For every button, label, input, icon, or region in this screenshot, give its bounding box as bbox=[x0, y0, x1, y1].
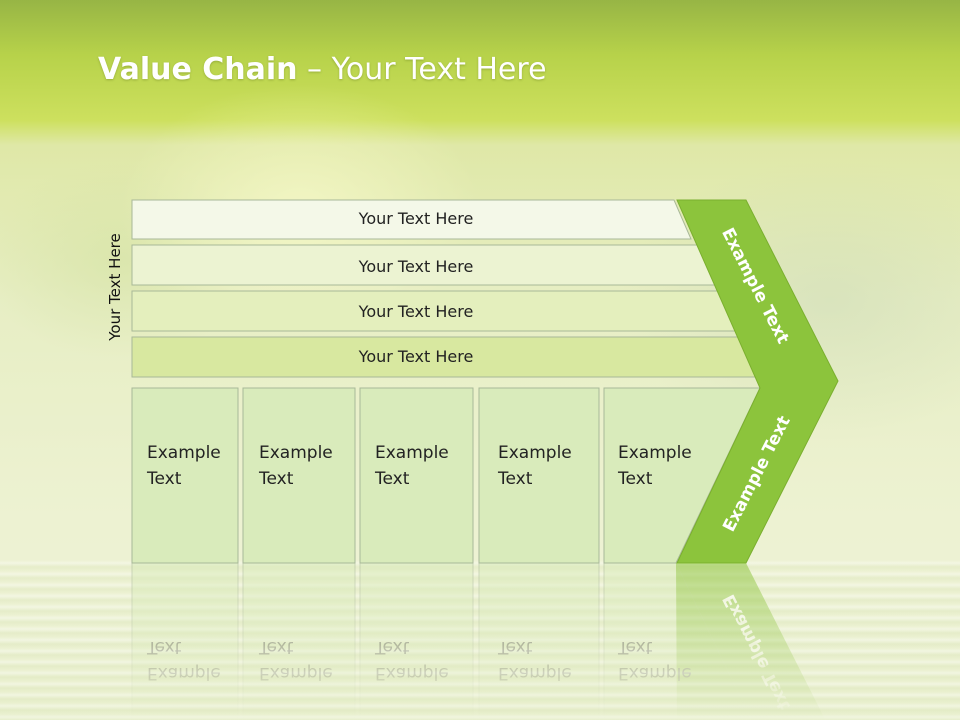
primary-box-shape bbox=[478, 387, 600, 564]
reflected-text: Example bbox=[498, 663, 572, 683]
primary-box: Example Text bbox=[603, 387, 761, 564]
reflected-text: Text bbox=[258, 637, 294, 657]
primary-box-shape bbox=[359, 387, 474, 564]
support-row-label: Your Text Here bbox=[358, 257, 474, 276]
support-row-label: Your Text Here bbox=[358, 209, 474, 228]
primary-box-line1: Example bbox=[618, 443, 692, 463]
support-row: Your Text Here bbox=[131, 336, 764, 378]
primary-box-line2: Text bbox=[617, 469, 653, 489]
primary-box-line1: Example bbox=[147, 443, 221, 463]
support-row-label: Your Text Here bbox=[358, 347, 474, 366]
primary-boxes: Example Text Example Text Example Text E… bbox=[131, 387, 761, 564]
primary-box-line2: Text bbox=[374, 469, 410, 489]
primary-box-line1: Example bbox=[375, 443, 449, 463]
title-bold: Value Chain bbox=[98, 52, 298, 87]
slide-title: Value Chain – Your Text Here bbox=[98, 52, 547, 87]
reflected-arrow bbox=[676, 563, 752, 720]
support-row-label: Your Text Here bbox=[358, 302, 474, 321]
support-row-shape bbox=[131, 199, 692, 240]
reflected-text: Text bbox=[617, 637, 653, 657]
primary-box: Example Text bbox=[242, 387, 356, 564]
primary-box-line1: Example bbox=[498, 443, 572, 463]
primary-box-shape bbox=[131, 387, 239, 564]
primary-box-shape bbox=[242, 387, 356, 564]
reflected-text: Example bbox=[259, 663, 333, 683]
reflected-box bbox=[242, 562, 356, 720]
reflected-text: Text bbox=[146, 637, 182, 657]
primary-box-line2: Text bbox=[146, 469, 182, 489]
reflected-text: Example bbox=[375, 663, 449, 683]
support-row: Your Text Here bbox=[131, 244, 716, 286]
reflected-text: Example bbox=[147, 663, 221, 683]
primary-box-line2: Text bbox=[497, 469, 533, 489]
reflected-box bbox=[131, 562, 239, 720]
primary-box-line2: Text bbox=[258, 469, 294, 489]
reflected-text: Text bbox=[374, 637, 410, 657]
title-rest: – Your Text Here bbox=[297, 52, 547, 87]
reflected-text: Text bbox=[497, 637, 533, 657]
primary-box: Example Text bbox=[478, 387, 600, 564]
support-row: Your Text Here bbox=[131, 290, 739, 332]
reflected-text: Example bbox=[618, 663, 692, 683]
reflected-box bbox=[359, 562, 474, 720]
support-row: Your Text Here bbox=[131, 199, 692, 240]
reflected-arrow bbox=[676, 563, 826, 720]
primary-box: Example Text bbox=[359, 387, 474, 564]
support-rows: Your Text Here Your Text Here Your Text … bbox=[131, 199, 764, 378]
primary-box-line1: Example bbox=[259, 443, 333, 463]
reflected-box bbox=[478, 562, 600, 720]
primary-box: Example Text bbox=[131, 387, 239, 564]
diagram-reflection: Example Text Example Text Example Text E… bbox=[131, 562, 826, 720]
